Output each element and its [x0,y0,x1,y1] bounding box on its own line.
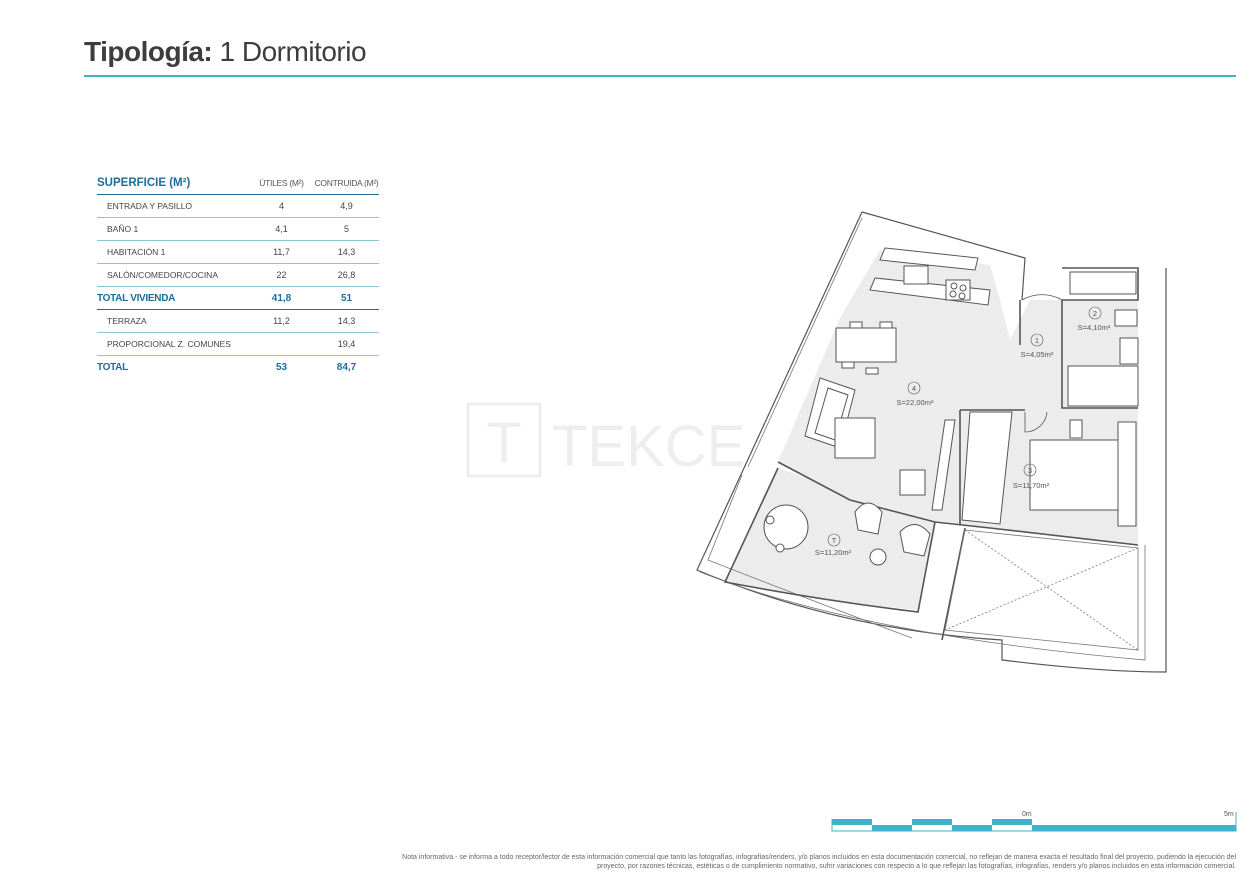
kitchen-counter [869,247,991,306]
scale-start-label: 0m [1022,811,1032,818]
bed [1029,419,1137,527]
room-name: PROPORCIONAL Z. COMUNES [97,332,249,356]
room-built: 4,9 [314,194,379,218]
svg-text:T: T [486,411,521,476]
surface-table-header: SUPERFICIE (M²) ÚTILES (M²) CONTRUIDA (M… [97,172,379,195]
table-row: ENTRADA Y PASILLO 4 4,9 [97,194,379,218]
grand-total-built: 84,7 [336,361,357,373]
room-3-num: 3 [1028,466,1032,475]
room-3-area: S=11,70m² [1013,481,1050,490]
sofa [804,377,926,496]
terrace-num: T [832,536,837,545]
room-built: 14,3 [314,309,379,333]
wardrobe [961,411,1013,525]
room-built: 5 [314,217,379,241]
table-row: HABITACIÓN 1 11,7 14,3 [97,240,379,264]
room-name: HABITACIÓN 1 [97,240,249,264]
grand-total-label: TOTAL [97,361,128,373]
room-util: 4,1 [249,217,314,241]
surface-table-title: SUPERFICIE (M²) [97,177,191,189]
room-2-area: S=4,10m² [1078,323,1111,332]
room-4-area: S=22,00m² [897,398,934,407]
room-1-area: S=4,05m² [1021,350,1054,359]
facade-line [707,217,913,639]
room-built: 19,4 [314,332,379,356]
terrace-furniture [763,502,931,566]
room-2-num: 2 [1093,309,1097,318]
outer-wall [696,211,1167,673]
total-vivienda-util: 41,8 [249,286,314,310]
col-util-header: ÚTILES (M²) [259,178,304,188]
title-typology: 1 Dormitorio [219,36,367,67]
page-title: Tipología: 1 Dormitorio [84,36,367,68]
balcony-void [944,529,1139,651]
room-name: TERRAZA [97,309,249,333]
room-name: ENTRADA Y PASILLO [97,194,249,218]
room-1-num: 1 [1035,336,1039,345]
table-row: BAÑO 1 4,1 5 [97,217,379,241]
terrace-floor [725,468,935,610]
room-util [249,332,314,356]
col-built-header: CONTRUIDA (M²) [314,178,379,188]
scale-bar [831,812,1237,832]
bathroom-fixtures [1067,271,1139,407]
tv-unit [931,419,956,511]
total-vivienda-built: 51 [314,286,379,310]
title-label: Tipología: [84,36,213,67]
room-name: BAÑO 1 [97,217,249,241]
header-rule [84,75,1236,77]
room-labels: 1 S=4,05m² 2 S=4,10m² 3 S=11,70m² 4 S=22… [815,306,1111,557]
room-util: 11,2 [249,309,314,333]
outer-wall-inner [699,545,1146,661]
terrace-area: S=11,20m² [815,548,852,557]
room-built: 26,8 [314,263,379,287]
room-built: 14,3 [314,240,379,264]
table-row: PROPORCIONAL Z. COMUNES 19,4 [97,332,379,356]
grand-total-util: 53 [275,361,288,373]
room-util: 22 [249,263,314,287]
watermark-text: TEKCE [552,414,745,479]
room-name: SALÓN/COMEDOR/COCINA [97,263,249,287]
interior-walls [723,267,1139,641]
total-vivienda-row: TOTAL VIVIENDA 41,8 51 [97,286,379,310]
room-util: 4 [249,194,314,218]
legal-note: Nota informativa.- se informa a todo rec… [402,854,1236,870]
doors [1021,294,1063,433]
room-4-num: 4 [912,384,916,393]
dining-table [835,321,897,375]
grand-total-row: TOTAL 53 84,7 [97,356,379,379]
total-vivienda-label: TOTAL VIVIENDA [97,286,249,310]
watermark: T TEKCE [466,402,745,479]
surface-table: SUPERFICIE (M²) ÚTILES (M²) CONTRUIDA (M… [97,172,379,378]
table-row: SALÓN/COMEDOR/COCINA 22 26,8 [97,263,379,287]
scale-end-label: 5m [1224,811,1234,818]
room-util: 11,7 [249,240,314,264]
table-row: TERRAZA 11,2 14,3 [97,309,379,333]
